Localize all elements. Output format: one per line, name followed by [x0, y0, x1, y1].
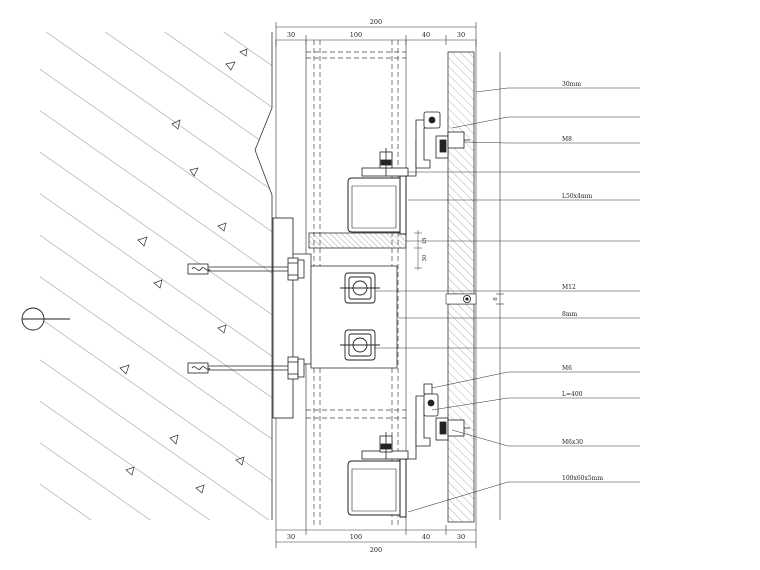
timber-dimension [414, 230, 422, 270]
stone-panel [445, 51, 477, 523]
hanger-bolt-lower [361, 419, 424, 460]
leader-line [431, 371, 509, 389]
anchor-bolt-upper [187, 257, 305, 281]
leader-line [451, 116, 509, 129]
callout-label: M8 [562, 136, 572, 143]
anchor-bolt-lower [187, 356, 305, 380]
callout-label: 30mm [562, 81, 581, 88]
dim-30-top-left: 30 [287, 31, 295, 39]
dim-30-bottom-right: 30 [457, 533, 465, 541]
dim-100-bottom: 100 [350, 533, 362, 541]
hanger-bolt-upper [361, 139, 424, 177]
steel-bolt-connector-upper [340, 272, 380, 304]
timber-blocking [308, 232, 407, 249]
right-vertical-dimension [496, 52, 504, 520]
dim-30-vertical: 30 [422, 254, 428, 261]
section-mark [21, 307, 70, 331]
callout-label: 8mm [562, 311, 578, 318]
callout-label: M12 [562, 284, 576, 291]
leader-line [475, 87, 509, 93]
callout-label: L=400 [562, 391, 583, 398]
leader-line [407, 481, 509, 513]
steel-tube-lower [347, 458, 407, 518]
leader-line [463, 141, 509, 144]
callout-label: L50x4mm [562, 193, 593, 200]
dim-total-bottom: 200 [370, 546, 382, 554]
callout-label: M6 [562, 365, 572, 372]
dim-40-bottom: 40 [422, 533, 430, 541]
aggregate-triangles [119, 48, 248, 494]
aluminum-clip-upper [415, 111, 470, 169]
dimension-lines [275, 22, 477, 548]
dim-30-top-right: 30 [457, 31, 465, 39]
steel-bolt-connector-lower [340, 329, 380, 361]
aluminum-clip-lower [415, 383, 470, 447]
dim-30-bottom-left: 30 [287, 533, 295, 541]
steel-tube-upper [347, 175, 407, 235]
dim-100-top: 100 [350, 31, 362, 39]
leader-line [431, 397, 509, 411]
callout-label: 100x60x5mm [562, 475, 603, 482]
dim-total-top: 200 [370, 18, 382, 26]
vert-label-dim-8: 8 [493, 297, 499, 301]
dim-40-top: 40 [422, 31, 430, 39]
concrete-wall [40, 32, 273, 520]
leader-line [451, 429, 509, 447]
callout-label: M6x30 [562, 439, 583, 446]
